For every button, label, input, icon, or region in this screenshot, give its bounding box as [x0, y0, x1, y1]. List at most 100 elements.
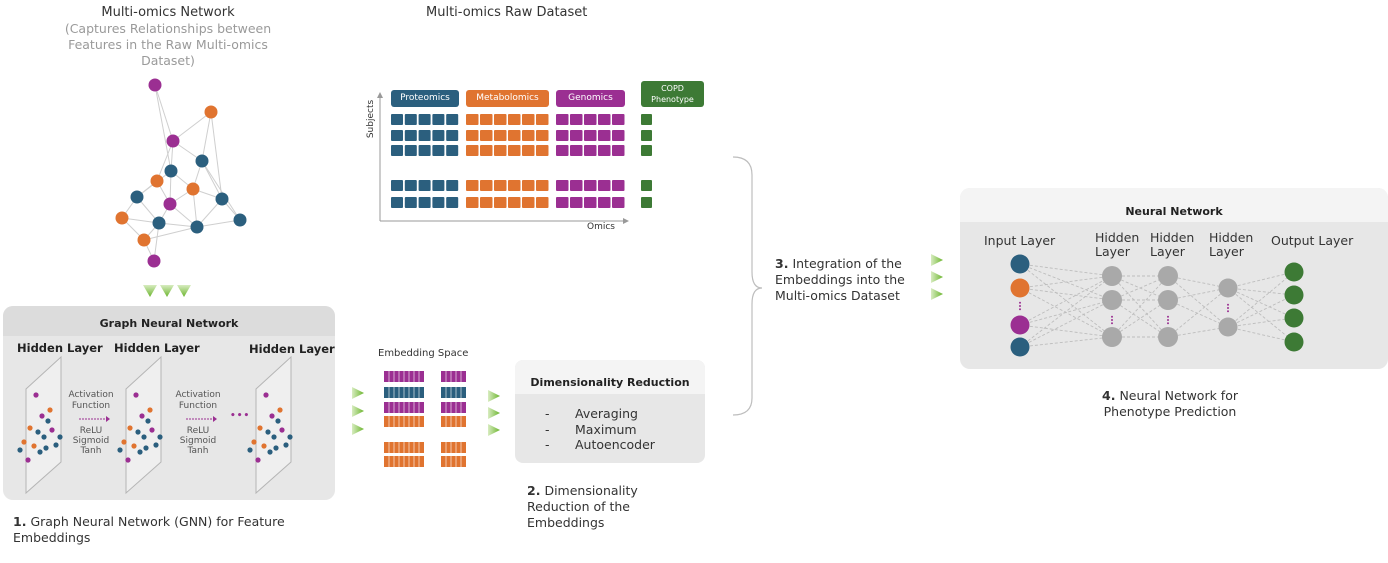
step-3-caption: 3. Integration of the Embeddings into th… [775, 256, 905, 304]
node-dot [47, 407, 53, 413]
dataset-cell [556, 130, 569, 141]
dataset-cell [570, 145, 583, 156]
down-arrows-icon [143, 285, 191, 297]
network-node [163, 197, 177, 211]
dimred-method-averaging: Averaging [575, 406, 638, 421]
dataset-cell [480, 180, 493, 191]
embedding-block [441, 456, 466, 467]
network-node [148, 78, 162, 92]
activation-line: Function [71, 401, 111, 411]
dataset-cell [446, 114, 459, 125]
gnn-hidden-layer-label: Hidden Layer [249, 342, 335, 356]
dataset-cell [432, 197, 445, 208]
activation-label-2: Activation Function [167, 390, 229, 412]
nn-box-title: Neural Network [1125, 205, 1223, 218]
nn-connection [1167, 287, 1229, 301]
nn-connection [1019, 287, 1113, 301]
hidden-layer-plane [255, 355, 292, 495]
activation-line: Activation [68, 390, 114, 400]
nn-connection [1227, 287, 1295, 296]
step-3-text-line: Embeddings into the [775, 272, 905, 287]
gnn-box-title: Graph Neural Network [99, 317, 239, 330]
nn-connection [1111, 275, 1169, 301]
phenotype-line: COPD [661, 84, 684, 93]
dataset-cell [480, 130, 493, 141]
network-node [204, 105, 218, 119]
embedding-block [441, 402, 466, 413]
neural-network-graph [1010, 254, 1304, 357]
raw-dataset-title: Multi-omics Raw Dataset [426, 5, 588, 20]
step-3-number: 3. [775, 256, 789, 271]
nn-connection [1227, 317, 1295, 328]
network-node [115, 211, 129, 225]
dataset-cell [404, 180, 417, 191]
x-axis-label: Omics [587, 222, 615, 232]
nn-output-layer-label: Output Layer [1271, 233, 1354, 248]
activation-line: Activation [175, 390, 221, 400]
node-dot [37, 449, 43, 455]
nn-connection [1167, 275, 1229, 328]
nn-label-line: Hidden [1209, 230, 1254, 245]
nn-node [1010, 337, 1030, 357]
network-node [137, 233, 151, 247]
nn-label-line: Layer [1095, 244, 1130, 259]
dataset-cell [466, 145, 479, 156]
nn-label-line: Layer [1209, 244, 1244, 259]
dataset-cell [598, 180, 611, 191]
nn-connection [1167, 299, 1229, 328]
node-dot [261, 443, 267, 449]
dataset-cell [598, 145, 611, 156]
dataset-cell [391, 197, 403, 208]
embedding-space-blocks [384, 371, 466, 467]
nn-input-layer-label: Input Layer [984, 233, 1056, 248]
dataset-cell [598, 197, 611, 208]
dataset-cell [536, 197, 549, 208]
step-3-text-line: Multi-omics Dataset [775, 288, 900, 303]
dataset-cell [570, 197, 583, 208]
dataset-cell [641, 145, 652, 156]
nn-node [1010, 254, 1030, 274]
nn-connection [1227, 271, 1295, 289]
network-edge [154, 84, 174, 142]
node-dot [149, 427, 155, 433]
nn-vertical-ellipsis [1167, 322, 1169, 325]
nn-vertical-ellipsis [1167, 319, 1169, 321]
step-1-text-line: Graph Neural Network (GNN) for Feature [30, 514, 285, 529]
dataset-cell [404, 145, 417, 156]
dataset-cell [404, 197, 417, 208]
dataset-cell [432, 145, 445, 156]
nn-connection [1167, 287, 1229, 338]
dataset-cell [556, 197, 569, 208]
dataset-cell [612, 197, 625, 208]
node-dot [121, 439, 127, 445]
dataset-cell [570, 114, 583, 125]
y-axis-label: Subjects [366, 99, 377, 139]
nn-hidden-layer-1-label: Hidden Layer [1095, 231, 1139, 259]
nn-connection [1019, 324, 1113, 338]
node-dot [271, 434, 277, 440]
dataset-cell [584, 114, 597, 125]
dataset-cell [570, 130, 583, 141]
network-node [166, 134, 180, 148]
network-node [147, 254, 161, 268]
step-2-caption: 2. Dimensionality Reduction of the Embed… [527, 483, 638, 531]
hidden-layer-plane [25, 355, 62, 495]
nn-connection [1019, 336, 1113, 348]
node-dot [251, 439, 257, 445]
nn-node [1158, 266, 1178, 286]
phenotype-line: Phenotype [651, 95, 694, 104]
nn-label-line: Layer [1150, 244, 1185, 259]
network-node [186, 182, 200, 196]
node-dot [267, 449, 273, 455]
activation-arrow-2 [186, 416, 217, 422]
node-dot [135, 429, 141, 435]
hidden-layer-plane [125, 355, 162, 495]
nn-vertical-ellipsis [1227, 307, 1229, 309]
embedding-block [441, 371, 466, 382]
step-3-text-line: Integration of the [792, 256, 902, 271]
step-4-number: 4. [1102, 388, 1116, 403]
node-dot [41, 434, 47, 440]
dataset-cell [466, 180, 479, 191]
network-edge [210, 111, 223, 200]
